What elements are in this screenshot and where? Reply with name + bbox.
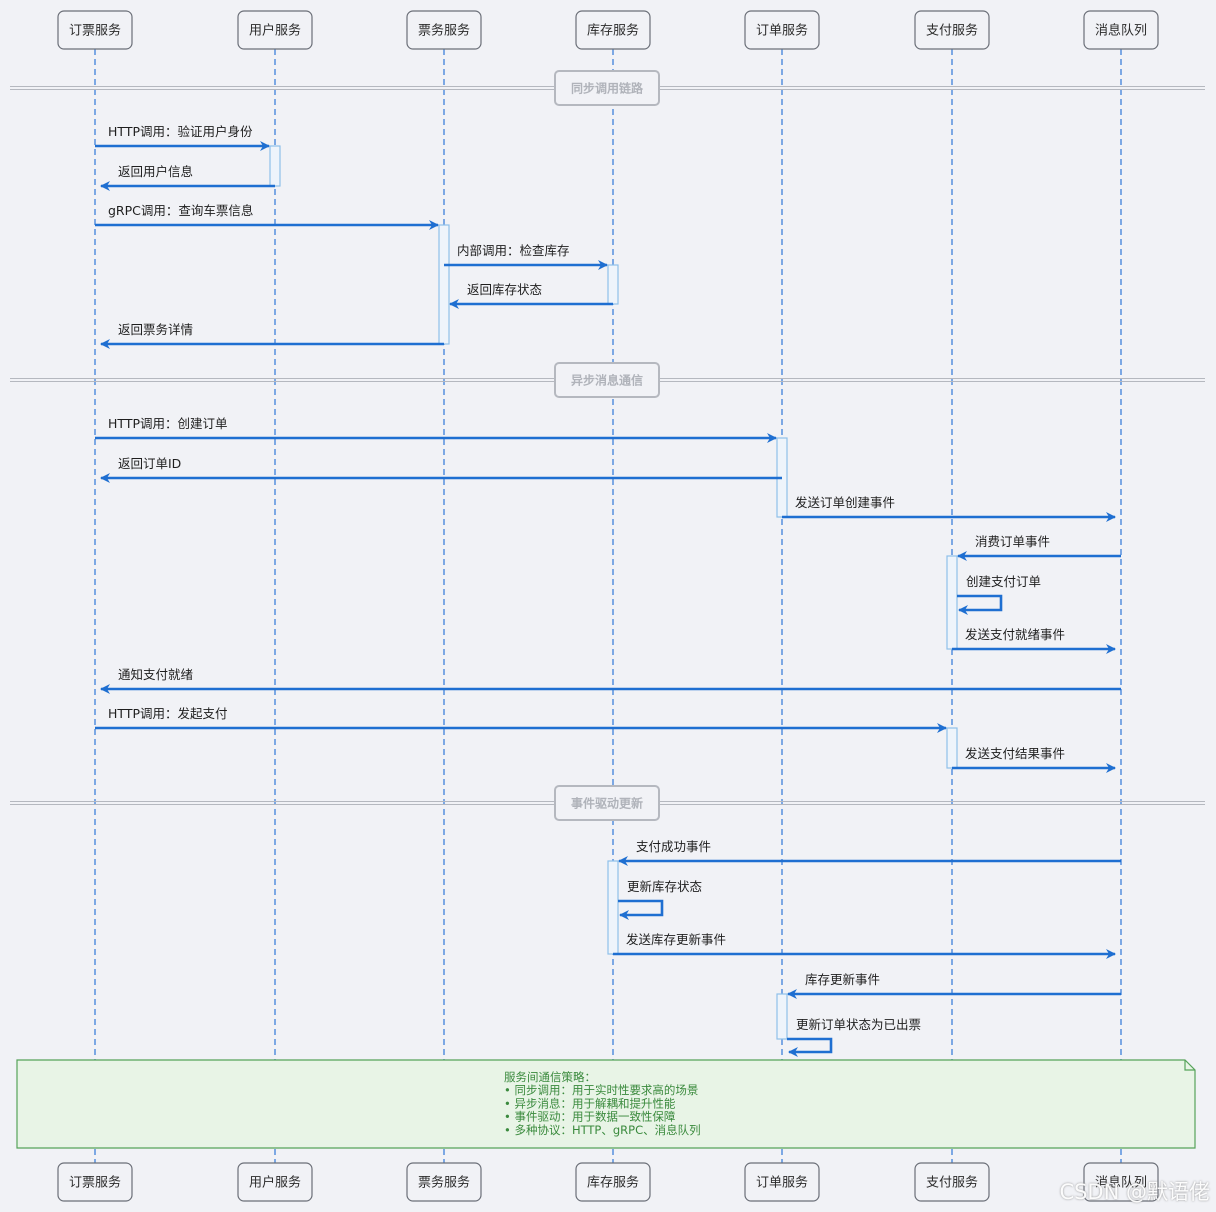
message-label: 更新订单状态为已出票 xyxy=(796,1017,921,1032)
participant-label: 订票服务 xyxy=(69,23,121,39)
message-label: 库存更新事件 xyxy=(805,972,880,987)
message-label: HTTP调用：创建订单 xyxy=(108,416,228,431)
section-box xyxy=(554,362,660,398)
self-message-arrow xyxy=(618,899,664,920)
message-label: 发送订单创建事件 xyxy=(795,495,895,510)
message-label: 通知支付就绪 xyxy=(118,667,193,682)
participant-label: 消息队列 xyxy=(1095,1175,1147,1191)
activation-bar xyxy=(946,555,958,650)
message-label: 内部调用：检查库存 xyxy=(457,243,570,258)
section-box xyxy=(554,785,660,821)
note-fold xyxy=(1184,1060,1195,1071)
participant-label: 票务服务 xyxy=(418,1175,470,1191)
section-label: 事件驱动更新 xyxy=(571,796,643,811)
participant-box: 用户服务 xyxy=(237,1162,313,1202)
message-label: 返回用户信息 xyxy=(118,164,193,179)
activation-bar xyxy=(269,145,281,187)
self-message-arrow xyxy=(957,594,1003,615)
participant-box: 库存服务 xyxy=(575,1162,651,1202)
message-label: 支付成功事件 xyxy=(636,839,711,854)
participant-label: 消息队列 xyxy=(1095,23,1147,39)
note-line: • 同步调用：用于实时性要求高的场景 xyxy=(504,1083,698,1097)
participant-label: 支付服务 xyxy=(926,23,978,39)
participant-box: 支付服务 xyxy=(914,1162,990,1202)
participant-box: 消息队列 xyxy=(1083,10,1159,50)
participant-label: 支付服务 xyxy=(926,1175,978,1191)
message-label: 返回票务详情 xyxy=(118,322,193,337)
participant-label: 库存服务 xyxy=(587,23,639,39)
participant-box: 订票服务 xyxy=(57,10,133,50)
note-box xyxy=(16,1059,1196,1149)
section-label: 同步调用链路 xyxy=(571,81,644,96)
participant-box: 票务服务 xyxy=(406,10,482,50)
activation-bar xyxy=(438,224,450,345)
participant-box: 用户服务 xyxy=(237,10,313,50)
activation-bar xyxy=(946,727,958,769)
message-label: HTTP调用：验证用户身份 xyxy=(108,124,253,139)
message-label: 发送支付就绪事件 xyxy=(965,627,1065,642)
message-label: gRPC调用：查询车票信息 xyxy=(108,203,253,218)
participant-label: 用户服务 xyxy=(249,1175,301,1191)
participant-box: 支付服务 xyxy=(914,10,990,50)
participant-box: 消息队列 xyxy=(1083,1162,1159,1202)
message-label: 返回订单ID xyxy=(118,456,181,471)
message-label: 返回库存状态 xyxy=(467,282,542,297)
participant-label: 票务服务 xyxy=(418,23,470,39)
activation-bar xyxy=(607,264,619,305)
watermark: CSDN @默语佬 xyxy=(1059,1180,1210,1204)
participant-label: 订单服务 xyxy=(756,1175,808,1191)
message-label: 创建支付订单 xyxy=(966,574,1041,589)
participant-box: 订单服务 xyxy=(744,1162,820,1202)
self-message-arrow xyxy=(787,1037,833,1057)
participant-box: 订票服务 xyxy=(57,1162,133,1202)
section-label: 异步消息通信 xyxy=(571,373,643,388)
activation-bar xyxy=(607,860,619,955)
note-line: • 事件驱动：用于数据一致性保障 xyxy=(504,1110,675,1124)
note-line: • 多种协议：HTTP、gRPC、消息队列 xyxy=(504,1123,701,1137)
participant-label: 订票服务 xyxy=(69,1175,121,1191)
participant-label: 订单服务 xyxy=(756,23,808,39)
note-line: • 异步消息：用于解耦和提升性能 xyxy=(504,1096,676,1110)
message-label: 发送库存更新事件 xyxy=(626,932,726,947)
participant-box: 订单服务 xyxy=(744,10,820,50)
message-label: 更新库存状态 xyxy=(627,879,702,894)
participant-box: 库存服务 xyxy=(575,10,651,50)
message-label: 发送支付结果事件 xyxy=(965,746,1065,761)
note-title: 服务间通信策略： xyxy=(504,1070,596,1084)
message-label: 消费订单事件 xyxy=(975,534,1050,549)
section-box xyxy=(554,70,660,106)
message-label: HTTP调用：发起支付 xyxy=(108,706,228,721)
participant-label: 用户服务 xyxy=(249,23,301,39)
participant-box: 票务服务 xyxy=(406,1162,482,1202)
activation-bar xyxy=(776,993,788,1040)
participant-label: 库存服务 xyxy=(587,1175,639,1191)
